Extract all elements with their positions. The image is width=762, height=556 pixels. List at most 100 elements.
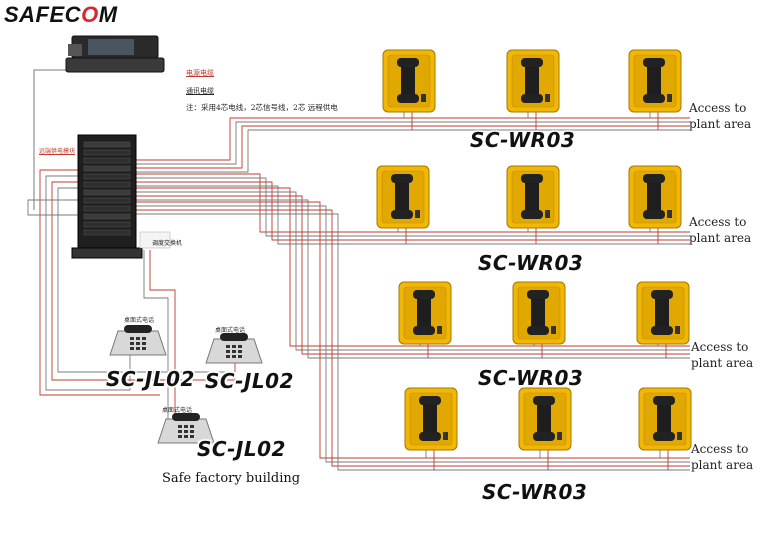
wall-phone-r1-2 <box>506 49 560 113</box>
wall-phone-r2-3 <box>628 165 682 229</box>
desk-phone-1-model: SC-JL02 <box>106 367 195 391</box>
wall-phone-mouthpiece <box>653 432 675 441</box>
row3-cable-3 <box>130 195 690 355</box>
safecom-logo: SAFECOM <box>4 2 118 27</box>
desk-phone-3-handset <box>172 413 200 421</box>
wall-phone-mouthpiece <box>413 326 435 335</box>
desk-phone-2-key <box>238 355 242 358</box>
wiring-note: 注：采用4芯电线，2芯信号线，2芯 远程供电 <box>186 103 338 112</box>
desk-phone-1-caption: 桌面式电话 <box>124 317 155 324</box>
desk-phone-2-key <box>238 345 242 348</box>
desk-phone-2-key <box>232 350 236 353</box>
cabinet-module-11 <box>83 221 131 228</box>
row2-model-label: SC-WR03 <box>478 251 584 275</box>
desk-phone-1-key <box>142 342 146 345</box>
cabinet-module-7 <box>83 189 131 196</box>
desk-cable-3 <box>51 181 236 381</box>
console-screen <box>88 39 134 55</box>
wall-phone-earpiece <box>527 290 549 299</box>
row3-cable-1 <box>130 187 690 347</box>
wall-phones <box>376 49 692 451</box>
row3-cable-2 <box>130 191 690 351</box>
wall-phone-button <box>545 210 550 218</box>
wall-phone-earpiece <box>419 396 441 405</box>
desk-phone-3-caption: 桌面式电话 <box>162 407 193 414</box>
wall-phone-handset <box>525 58 539 102</box>
row2-cable-3 <box>130 181 690 241</box>
desk-phone-2-key <box>232 345 236 348</box>
wall-phone-mouthpiece <box>643 210 665 219</box>
wall-phone-earpiece <box>653 396 675 405</box>
wall-phone-earpiece <box>521 58 543 67</box>
desk-phone-3-key <box>184 430 188 433</box>
wall-phone-button <box>421 94 426 102</box>
cabinet-label: 远端供电模块 <box>39 148 76 155</box>
wall-phone-earpiece <box>651 290 673 299</box>
row2-cable-4 <box>130 185 690 245</box>
desk-phone-2-handset <box>220 333 248 341</box>
desk-phone-1-key <box>142 337 146 340</box>
cabinet-module-6 <box>83 181 131 188</box>
wall-phone-r4-3 <box>638 387 692 451</box>
desk-cable-2 <box>45 175 131 391</box>
loop-cable <box>27 199 78 216</box>
wall-phone-earpiece <box>643 58 665 67</box>
row1-cable-2 <box>130 121 690 165</box>
wall-phone-r3-1 <box>398 281 452 345</box>
wall-phone-button <box>415 210 420 218</box>
wall-phone-handset <box>647 174 661 218</box>
wall-phone-button <box>677 432 682 440</box>
desk-phone-1-key <box>136 337 140 340</box>
wall-phone-handset <box>395 174 409 218</box>
desk-phone-3-key <box>190 435 194 438</box>
switch-box <box>139 231 171 249</box>
desk-phone-1-key <box>130 337 134 340</box>
desk-phone-2 <box>205 333 263 364</box>
wall-phone-mouthpiece <box>533 432 555 441</box>
row4-cable-1 <box>130 201 690 459</box>
row1-cable-4 <box>130 129 690 173</box>
wall-phone-button <box>557 432 562 440</box>
row3-cable-4 <box>130 199 690 359</box>
wall-phone-mouthpiece <box>643 94 665 103</box>
wall-phone-button <box>437 326 442 334</box>
switch-label: 调度交换机 <box>152 240 183 247</box>
wall-phone-button <box>551 326 556 334</box>
cabinet-module-8 <box>83 197 131 204</box>
wall-phone-mouthpiece <box>521 94 543 103</box>
desk-cable-1 <box>39 169 160 396</box>
desk-cable-4 <box>57 187 225 373</box>
row2-cable-1 <box>130 173 690 233</box>
cabinet-module-12 <box>83 229 131 236</box>
wall-phone-handset <box>401 58 415 102</box>
comm-cable-label: 通讯电缆 <box>186 87 214 95</box>
wall-phone-r1-1 <box>382 49 436 113</box>
row1-cable-1 <box>130 117 690 161</box>
wall-phone-button <box>443 432 448 440</box>
row1-model-label: SC-WR03 <box>470 128 576 152</box>
desk-phone-3-key <box>190 430 194 433</box>
desk-phone-1-key <box>130 342 134 345</box>
wall-phone-handset <box>417 290 431 334</box>
cabinet-module-10 <box>83 213 131 220</box>
cable-bundle <box>27 69 690 471</box>
wall-phone-earpiece <box>413 290 435 299</box>
cabinet-module-2 <box>83 149 131 156</box>
wall-phone-mouthpiece <box>527 326 549 335</box>
console-cable <box>33 69 68 210</box>
desk-phone-2-key <box>232 355 236 358</box>
desk-phone-3-key <box>184 435 188 438</box>
desk-phone-3-key <box>184 425 188 428</box>
row1-cable-3 <box>130 125 690 169</box>
wall-phone-r4-1 <box>404 387 458 451</box>
desk-phone-3-key <box>178 430 182 433</box>
wall-phone-mouthpiece <box>651 326 673 335</box>
desk-phone-2-key <box>226 355 230 358</box>
desk-cable-6 <box>143 250 169 440</box>
wall-phone-mouthpiece <box>397 94 419 103</box>
wall-phone-r2-2 <box>506 165 560 229</box>
cabinet-body <box>77 134 137 259</box>
console-base <box>65 57 165 73</box>
